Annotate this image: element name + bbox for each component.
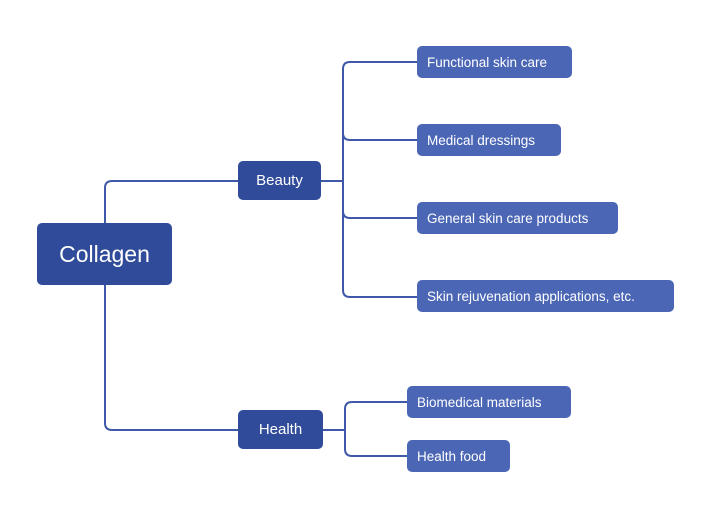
branch-node-label: Beauty [256,172,303,189]
leaf-node-label: Health food [417,448,487,464]
connector-beauty-dressings [342,132,418,141]
branch-node-beauty[interactable]: Beauty [238,161,321,200]
leaf-node-label: Biomedical materials [417,394,542,410]
branch-node-label: Health [258,421,303,438]
leaf-node-general-skin-care-products[interactable]: General skin care products [417,202,618,234]
connector-beauty-rejuvenation [342,289,418,298]
branch-node-health[interactable]: Health [238,410,323,449]
root-node-label: Collagen [59,240,150,267]
leaf-node-skin-rejuvenation[interactable]: Skin rejuvenation applications, etc. [417,280,674,312]
connector-root-health [104,284,239,431]
connector-health-food [344,448,408,457]
leaf-node-label: Functional skin care [427,54,548,70]
leaf-node-medical-dressings[interactable]: Medical dressings [417,124,561,156]
leaf-node-functional-skin-care[interactable]: Functional skin care [417,46,572,78]
leaf-node-label: General skin care products [427,210,589,226]
leaf-node-label: Medical dressings [427,132,536,148]
connector-beauty-functional [342,61,418,70]
leaf-node-biomedical-materials[interactable]: Biomedical materials [407,386,571,418]
connector-beauty-general [342,210,418,219]
connector-root-beauty [104,180,239,224]
connector-health-biomedical [344,401,408,410]
leaf-node-health-food[interactable]: Health food [407,440,510,472]
leaf-node-label: Skin rejuvenation applications, etc. [427,288,635,304]
root-node-collagen[interactable]: Collagen [37,223,172,285]
